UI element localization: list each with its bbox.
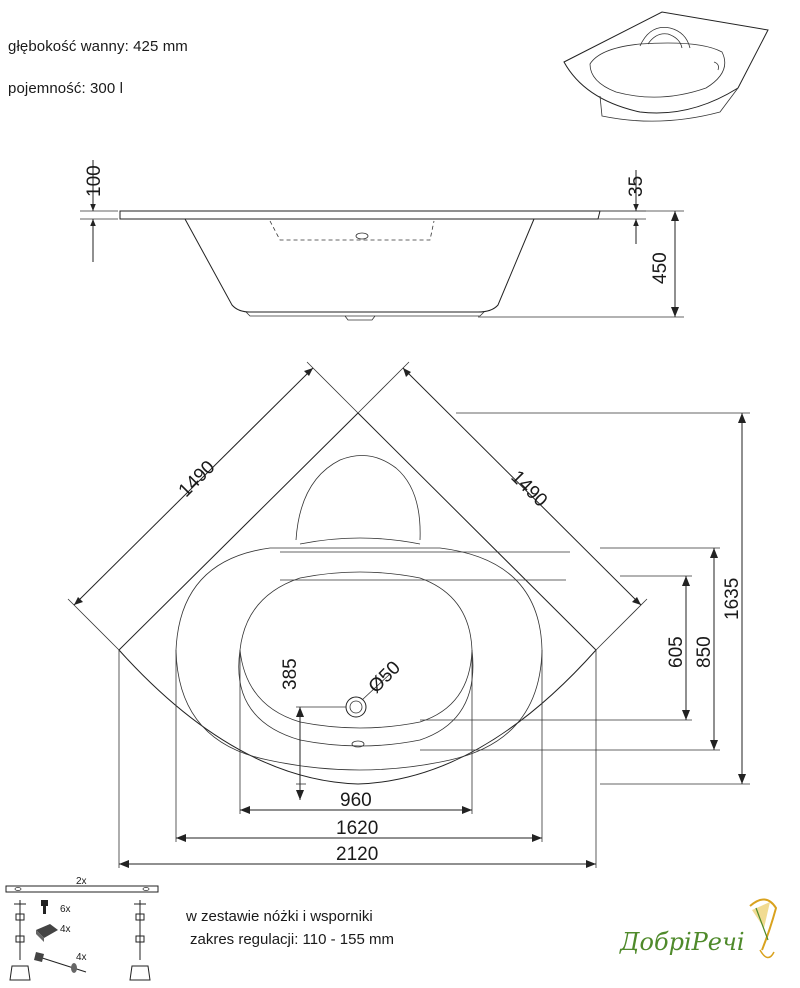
dim-height-1635: 1635: [722, 578, 743, 620]
bathtub-3d-thumbnail: [563, 11, 769, 122]
dim-height-605: 605: [666, 636, 687, 668]
brand-logo: [749, 898, 778, 959]
dim-width-2120: 2120: [336, 844, 378, 865]
mounting-kit: [5, 885, 159, 981]
dim-side-100: 100: [84, 165, 105, 197]
leg-icon: [9, 900, 31, 981]
dim-width-960: 960: [340, 790, 372, 811]
bathtub-top-view: [67, 361, 750, 868]
dim-side-b-1490: 1490: [506, 467, 551, 512]
screw-icon: [41, 900, 48, 914]
spec-depth: głębokość wanny: 425 mm: [8, 38, 188, 55]
leg-icon: [129, 900, 151, 981]
dim-width-1620: 1620: [336, 818, 378, 839]
logo-text: ДобріРечі: [619, 928, 745, 956]
dim-side-35: 35: [626, 176, 647, 197]
dim-drain-385: 385: [280, 658, 301, 690]
kit-item1-count: 6x: [60, 904, 71, 915]
spec-capacity: pojemność: 300 l: [8, 80, 124, 97]
kit-adjustment-range: zakres regulacji: 110 - 155 mm: [190, 931, 394, 948]
kit-rail-count: 2x: [76, 876, 87, 887]
bathtub-side-view: [80, 160, 684, 321]
anchor-bolt-icon: [34, 952, 87, 973]
bracket-icon: [36, 924, 58, 942]
dim-side-450: 450: [650, 252, 671, 284]
dim-side-a-1490: 1490: [175, 457, 220, 502]
kit-description: w zestawie nóżki i wsporniki: [186, 908, 373, 925]
kit-item2-count: 4x: [60, 924, 71, 935]
dim-height-850: 850: [694, 636, 715, 668]
kit-item3-count: 4x: [76, 952, 87, 963]
